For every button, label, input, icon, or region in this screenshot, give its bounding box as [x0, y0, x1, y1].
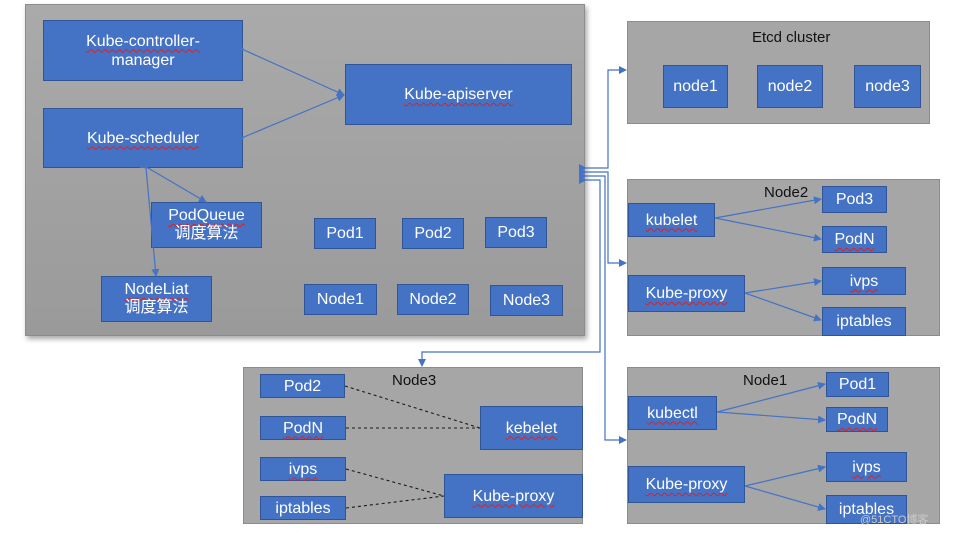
node2-pod3-box: Pod3	[822, 186, 887, 213]
node2-kubelet-box: kubelet	[628, 203, 715, 237]
node3-iptables-box: iptables	[260, 496, 346, 520]
etcd-node3-label: node3	[865, 78, 910, 95]
node1-pod1-box: Pod1	[826, 372, 889, 397]
master-node1-label: Node1	[316, 291, 365, 308]
master-pod2-label: Pod2	[414, 225, 452, 242]
node3-title: Node3	[392, 372, 437, 389]
etcd-cluster-title: Etcd cluster	[752, 29, 831, 46]
node1-kube-proxy-label: Kube-proxy	[645, 476, 728, 493]
master-pod1-box: Pod1	[314, 218, 376, 249]
etcd-node2-label: node2	[767, 78, 813, 95]
node3-ivps-label: ivps	[288, 460, 318, 478]
node3-kubelet-box: kebelet	[480, 406, 583, 450]
kube-controller-manager-box: Kube-controller-manager	[43, 20, 243, 81]
master-node1-box: Node1	[304, 284, 377, 315]
kube-scheduler-box: Kube-scheduler	[43, 108, 243, 168]
master-node3-box: Node3	[490, 285, 563, 316]
node3-pod2-label: Pod2	[283, 377, 322, 395]
node2-podn-box: PodN	[822, 226, 887, 253]
node3-podn-box: PodN	[260, 416, 346, 440]
node3-ivps-box: ivps	[260, 457, 346, 481]
controller-manager-line2: manager	[111, 51, 175, 69]
node1-podn-box: PodN	[826, 407, 888, 432]
node2-title: Node2	[764, 184, 809, 201]
nodelist-line2: 调度算法	[124, 299, 189, 316]
master-node2-box: Node2	[397, 284, 469, 315]
node2-kube-proxy-label: Kube-proxy	[645, 285, 728, 302]
kube-apiserver-box: Kube-apiserver	[345, 64, 572, 125]
node3-kube-proxy-label: Kube-proxy	[472, 487, 555, 505]
node2-ivps-label: ivps	[849, 272, 879, 290]
node2-kube-proxy-box: Kube-proxy	[628, 275, 745, 312]
node1-iptables-box: iptables	[826, 495, 907, 524]
node1-kube-proxy-box: Kube-proxy	[628, 466, 745, 503]
node2-kubelet-label: kubelet	[645, 211, 698, 229]
master-node2-label: Node2	[409, 291, 457, 308]
kube-scheduler-label: Kube-scheduler	[86, 129, 200, 147]
etcd-node1-label: node1	[673, 78, 718, 95]
podqueue-line1: PodQueue	[168, 207, 245, 224]
node1-title: Node1	[743, 372, 788, 389]
node2-pod3-label: Pod3	[835, 191, 874, 208]
node1-ivps-label: ivps	[852, 458, 881, 476]
node3-podn-label: PodN	[282, 419, 324, 437]
arrow-master-node1	[579, 172, 627, 444]
nodelist-line1: NodeLiat	[124, 281, 189, 298]
node2-podn-label: PodN	[834, 231, 875, 248]
controller-manager-line1: Kube-controller-	[86, 32, 200, 50]
node3-pod2-box: Pod2	[260, 374, 345, 398]
node1-kubectl-label: kubectl	[647, 404, 698, 422]
master-pod1-label: Pod1	[326, 225, 364, 242]
master-node3-label: Node3	[502, 292, 551, 309]
node2-iptables-label: iptables	[836, 313, 892, 330]
node1-podn-label: PodN	[836, 411, 878, 428]
node3-kubelet-label: kebelet	[505, 419, 558, 437]
arrow-master-etcd	[579, 66, 627, 172]
master-pod2-box: Pod2	[402, 218, 464, 249]
etcd-node1-box: node1	[663, 65, 728, 108]
node3-kube-proxy-box: Kube-proxy	[444, 474, 583, 518]
master-pod3-box: Pod3	[485, 217, 547, 248]
node1-iptables-label: iptables	[838, 501, 895, 518]
node3-iptables-label: iptables	[275, 499, 331, 517]
watermark-text: @51CTO博客	[860, 514, 929, 526]
etcd-node3-box: node3	[854, 65, 921, 108]
arrow-master-node2	[579, 168, 627, 267]
node2-iptables-box: iptables	[822, 307, 906, 336]
node2-ivps-box: ivps	[822, 267, 906, 295]
kube-apiserver-label: Kube-apiserver	[404, 86, 513, 103]
node1-pod1-label: Pod1	[838, 376, 877, 393]
etcd-node2-box: node2	[757, 65, 823, 108]
master-pod3-label: Pod3	[497, 224, 535, 241]
node1-kubectl-box: kubectl	[628, 396, 717, 430]
podqueue-line2: 调度算法	[174, 225, 239, 242]
node1-ivps-box: ivps	[826, 452, 907, 482]
